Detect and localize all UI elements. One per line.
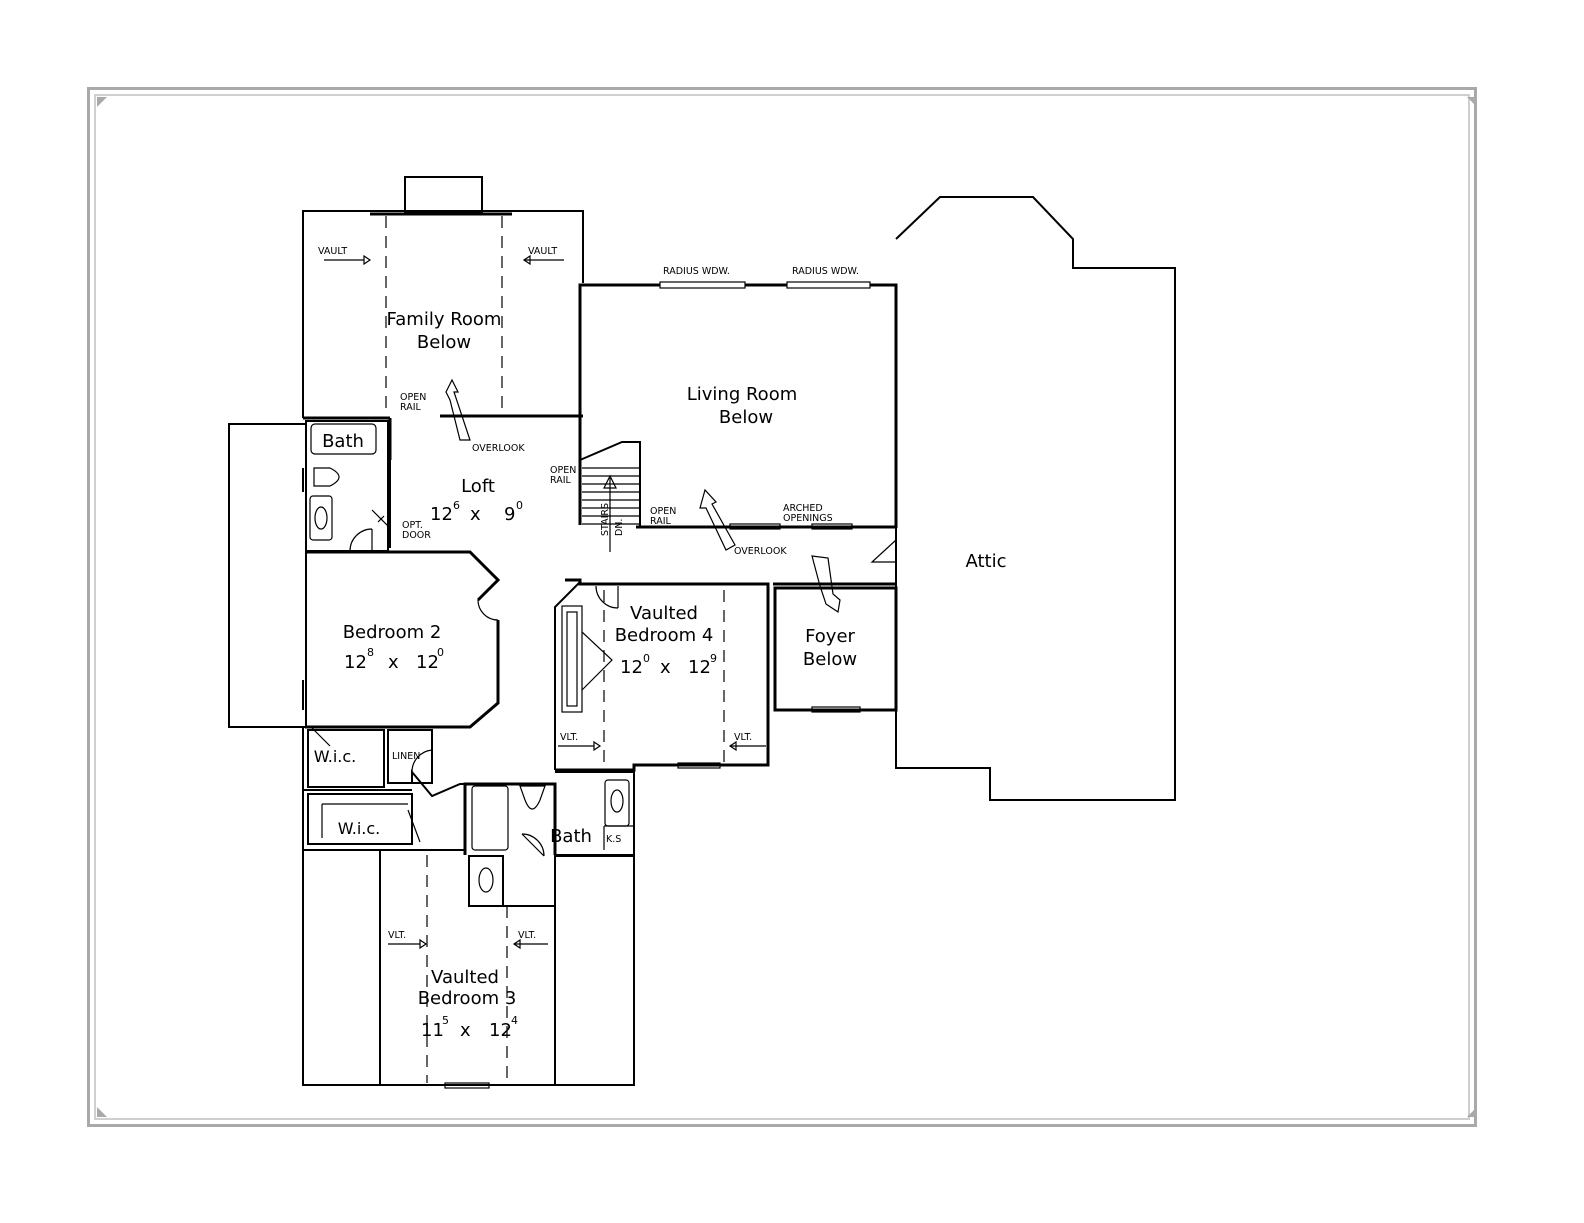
vlt-note-bed3-left: VLT. [388,930,406,941]
lower-bath-label: Bath [550,826,592,847]
upper-bath-label: Bath [322,431,364,452]
bedroom-2-times: x [388,652,399,673]
stairs [579,441,641,552]
stairs-note: STAIRS [600,503,611,536]
loft-walls [302,460,501,729]
bedroom-3-times: x [460,1020,471,1041]
corner-bottom-left-icon [97,1107,107,1117]
overlook-note-family: OVERLOOK [472,443,525,454]
foyer-walls [773,586,898,713]
bedroom-3-depth-inches: 4 [511,1014,518,1027]
attic-outline [895,196,1176,801]
overlook-arrows [445,378,841,614]
bedroom-3-depth: 12 [489,1020,512,1041]
loft-width: 12 [430,504,453,525]
bedroom-4-depth-inches: 9 [710,652,717,665]
page-frame-outer [87,87,1477,1127]
overlook-arrow-living-icon [699,488,736,551]
arched-openings-note-1: ARCHED [783,503,823,514]
linen-closet-note: LINEN [392,751,420,762]
left-porch-outline [228,423,305,728]
open-rail-note-stair-rail: RAIL [550,475,572,486]
overlook-note-living: OVERLOOK [734,546,787,557]
wic-1-label: W.i.c. [314,747,356,766]
vlt-note-bed3-right: VLT. [518,930,536,941]
living-room-below-label: Below [719,407,773,428]
vlt-note-bed4-left: VLT. [560,732,578,743]
page-frame-inner [94,94,1470,1120]
living-room-walls [578,281,898,530]
vault-arrows [324,254,766,950]
stairs-down-note: DN. [614,519,625,536]
frame-corners [97,97,1477,1117]
radius-window-note-2: RADIUS WDW. [792,266,859,277]
bedroom-3-vaulted-label: Vaulted [431,967,499,988]
knee-space-note: K.S [606,834,621,845]
vlt-note-bed4-right: VLT. [734,732,752,743]
open-rail-note-family-rail: RAIL [400,402,422,413]
closet-walls [302,727,465,850]
vault-note-right: VAULT [528,246,557,257]
open-rail-note-stair-open: OPEN [550,465,576,476]
loft-width-inches: 6 [453,499,460,512]
opt-door-note-1: OPT. [402,520,423,531]
loft-times: x [470,504,481,525]
bedroom-2-depth: 12 [416,652,439,673]
open-rail-note-living-rail: RAIL [650,516,672,527]
corner-top-right-icon [1467,97,1477,107]
corner-top-left-icon [97,97,107,107]
loft-depth: 9 [504,504,515,525]
bedroom-2-width-inches: 8 [367,646,374,659]
bedroom-3-width-inches: 5 [442,1014,449,1027]
attic-label: Attic [965,551,1006,572]
arched-openings-note-2: OPENINGS [783,513,833,524]
bedroom-3-label: Bedroom 3 [418,988,517,1009]
hall-walls [773,539,897,586]
family-room-walls [302,176,584,420]
bedroom-2-label: Bedroom 2 [343,622,442,643]
overlook-arrow-foyer-icon [811,555,841,614]
vault-note-left: VAULT [318,246,347,257]
bedroom-4-width: 12 [620,657,643,678]
bedroom-4-depth: 12 [688,657,711,678]
open-rail-note-family-open: OPEN [400,392,426,403]
bedroom-4-label: Bedroom 4 [615,625,714,646]
foyer-label: Foyer [805,626,855,647]
open-rail-note-living-open: OPEN [650,506,676,517]
family-room-label: Family Room [387,309,502,330]
radius-window-note-1: RADIUS WDW. [663,266,730,277]
overlook-arrow-family-icon [445,378,471,441]
family-room-below-label: Below [417,332,471,353]
living-room-label: Living Room [687,384,798,405]
bedroom-4-walls [554,578,770,772]
loft-label: Loft [461,476,495,497]
loft-depth-inches: 0 [516,499,523,512]
bedroom-3-width: 11 [421,1020,444,1041]
bedroom-4-vaulted-label: Vaulted [630,603,698,624]
foyer-below-label: Below [803,649,857,670]
corner-bottom-right-icon [1467,1107,1477,1117]
bedroom-2-width: 12 [344,652,367,673]
bedroom-4-width-inches: 0 [643,652,650,665]
bedroom-2-depth-inches: 0 [437,646,444,659]
wic-2-label: W.i.c. [338,819,380,838]
bedroom-3-walls [302,849,635,1089]
bedroom-4-times: x [660,657,671,678]
opt-door-note-2: DOOR [402,530,431,541]
